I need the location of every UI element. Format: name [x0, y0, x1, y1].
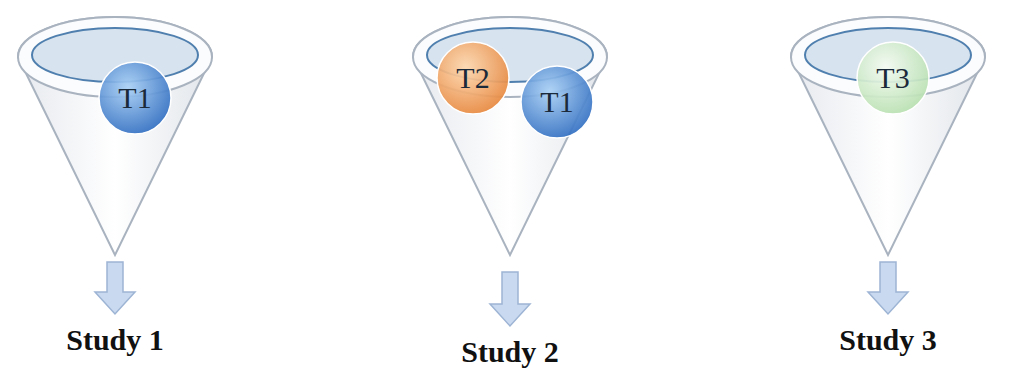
- study-label: Study 1: [66, 323, 164, 357]
- ball-node: T1: [98, 61, 172, 135]
- ball-label: T3: [856, 61, 930, 95]
- ball-circle: [857, 42, 929, 114]
- funnel-node: T2T1Study 2: [410, 5, 610, 380]
- funnel-body: [18, 17, 212, 255]
- label-holder: Study 2: [410, 335, 610, 369]
- ball-label: T1: [520, 85, 594, 119]
- study-label: Study 3: [839, 323, 937, 357]
- ball-label: T1: [98, 81, 172, 115]
- ball-node: T3: [856, 41, 930, 115]
- down-arrow: [490, 272, 530, 326]
- funnel-node: T1Study 1: [15, 5, 215, 380]
- down-arrow: [95, 262, 135, 314]
- funnel-node: T3Study 3: [788, 5, 988, 380]
- ball-label: T2: [436, 61, 510, 95]
- ball-circle: [99, 62, 171, 134]
- funnel-body: [413, 17, 607, 255]
- ball-node: T1: [520, 65, 594, 139]
- funnel-outline: [410, 5, 610, 380]
- funnel-body: [791, 17, 985, 255]
- study-label: Study 2: [461, 335, 559, 369]
- label-holder: Study 3: [788, 323, 988, 357]
- ball-circle: [437, 42, 509, 114]
- label-holder: Study 1: [15, 323, 215, 357]
- ball-node: T2: [436, 41, 510, 115]
- down-arrow: [868, 262, 908, 314]
- ball-circle: [521, 66, 593, 138]
